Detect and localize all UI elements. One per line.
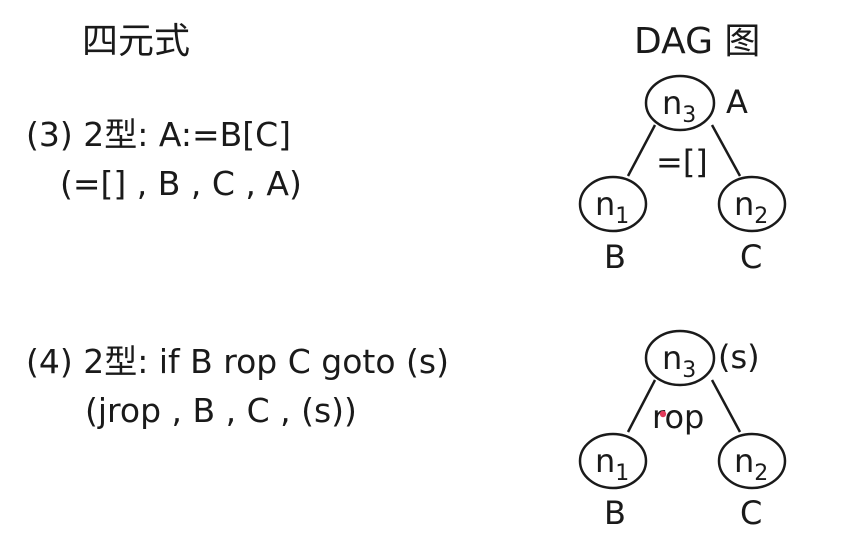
node-n2-attached: C [740,494,762,532]
row-4-title: (4) 2型: if B rop C goto (s) [26,342,449,381]
edge-right [710,379,742,433]
edge-left [626,124,657,177]
dag-4: n3 (s) rop n1 B n2 C [578,329,787,532]
dag-3: n3 A =[] n1 B n2 C [578,74,787,276]
node-n2-label: n2 [734,185,768,229]
dag-header: DAG 图 [634,21,761,62]
dag-op: =[] [656,143,708,181]
row-3-quadruple: (=[] , B , C , A) [60,164,302,203]
node-n3 [644,74,716,132]
node-n2 [717,175,787,233]
node-n1-attached: B [604,494,626,532]
node-n3 [644,329,716,387]
node-n3-label: n3 [662,339,696,383]
node-n3-attached: (s) [718,338,760,376]
edge-right [710,124,742,177]
node-n2-attached: C [740,238,762,276]
node-n2-label: n2 [734,442,768,486]
node-n3-label: n3 [662,84,696,128]
node-n1 [578,175,648,233]
node-n3-attached: A [726,83,748,121]
cursor-dot [659,410,667,418]
node-n1 [578,432,648,490]
quadruple-header: 四元式 [82,21,191,62]
node-n1-label: n1 [595,442,629,486]
node-n1-attached: B [604,238,626,276]
dag-op: rop [652,398,704,436]
node-n1-label: n1 [595,185,629,229]
row-4-quadruple: (jrop , B , C , (s)) [85,391,357,430]
edge-left [626,379,657,433]
node-n2 [717,432,787,490]
row-3-title: (3) 2型: A:=B[C] [26,115,292,154]
